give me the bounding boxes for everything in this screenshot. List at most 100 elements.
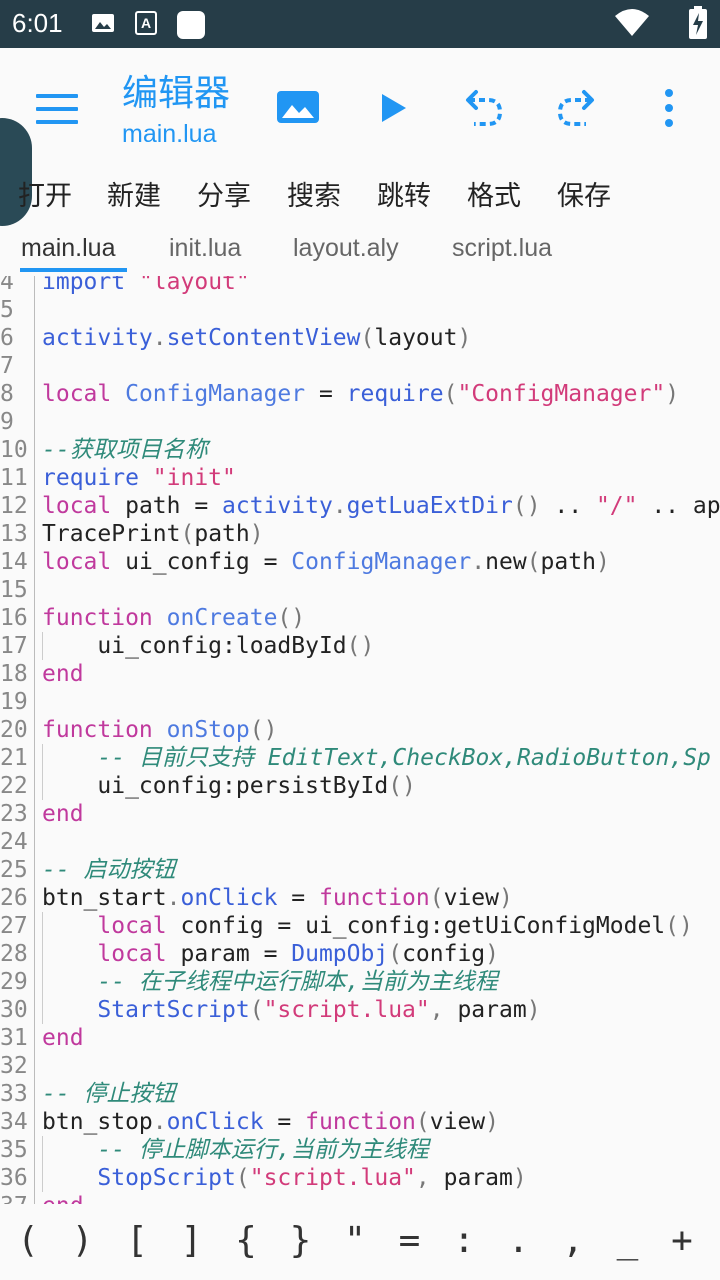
- code-line: 37 end: [0, 1192, 720, 1204]
- redo-icon[interactable]: [556, 86, 596, 128]
- page-title: 编辑器: [122, 73, 231, 114]
- code-text: -- 停止脚本运行,当前为主线程: [97, 1137, 429, 1163]
- line-number: 21: [0, 745, 28, 771]
- svg-text:A: A: [141, 15, 151, 31]
- undo-icon[interactable]: [464, 86, 504, 128]
- line-number: 29: [0, 969, 28, 995]
- line-number: 4: [0, 276, 14, 295]
- code-text: local ui_config = ConfigManager.new(path…: [42, 549, 610, 575]
- more-vert-icon[interactable]: [662, 88, 676, 128]
- line-number: 19: [0, 689, 28, 715]
- code-line: 28 local param = DumpObj(config): [0, 940, 720, 968]
- image-icon[interactable]: [276, 90, 320, 124]
- code-text: btn_start.onClick = function(view): [42, 885, 513, 911]
- line-number: 24: [0, 829, 28, 855]
- line-number: 13: [0, 521, 28, 547]
- code-text: activity.setContentView(layout): [42, 325, 472, 351]
- symbol-key-close-paren[interactable]: ): [71, 1220, 94, 1261]
- code-text: -- 目前只支持 EditText,CheckBox,RadioButton,S…: [97, 745, 711, 771]
- symbol-key-dot[interactable]: .: [507, 1220, 530, 1261]
- line-number: 9: [0, 409, 14, 435]
- code-line: 6 activity.setContentView(layout): [0, 324, 720, 352]
- line-number: 7: [0, 353, 14, 379]
- line-number: 34: [0, 1109, 28, 1135]
- code-text: -- 在子线程中运行脚本,当前为主线程: [97, 969, 498, 995]
- tab-init-lua[interactable]: init.lua: [169, 234, 242, 262]
- menu-item-format[interactable]: 格式: [467, 181, 521, 212]
- line-number: 18: [0, 661, 28, 687]
- code-line: 29 -- 在子线程中运行脚本,当前为主线程: [0, 968, 720, 996]
- symbol-key-open-bracket[interactable]: [: [126, 1220, 148, 1261]
- line-number: 10: [0, 437, 28, 463]
- code-text: end: [42, 1192, 84, 1204]
- symbol-key-open-brace[interactable]: {: [235, 1220, 257, 1261]
- line-number: 17: [0, 633, 28, 659]
- tab-main-lua[interactable]: main.lua: [21, 234, 116, 262]
- symbol-key-colon[interactable]: :: [453, 1220, 475, 1261]
- status-time: 6:01: [12, 8, 63, 38]
- code-line: 32: [0, 1052, 720, 1080]
- symbol-key-open-paren[interactable]: (: [17, 1220, 39, 1261]
- status-bar: 6:01 A: [0, 0, 720, 48]
- code-text: StartScript("script.lua", param): [97, 997, 541, 1023]
- code-text: TracePrint(path): [42, 521, 264, 547]
- line-number: 5: [0, 297, 14, 323]
- line-number: 12: [0, 493, 28, 519]
- code-line: 21 -- 目前只支持 EditText,CheckBox,RadioButto…: [0, 744, 720, 772]
- code-line: 7: [0, 352, 720, 380]
- indent-guide: [42, 744, 43, 800]
- line-number: 15: [0, 577, 28, 603]
- symbol-key-underscore[interactable]: _: [616, 1220, 639, 1261]
- code-text: -- 停止按钮: [42, 1081, 176, 1107]
- menu-item-search[interactable]: 搜索: [287, 181, 341, 212]
- code-line: 17 ui_config:loadById(): [0, 632, 720, 660]
- menu-item-goto[interactable]: 跳转: [377, 181, 431, 212]
- code-text: local config = ui_config:getUiConfigMode…: [97, 913, 693, 939]
- floating-settings-button[interactable]: [0, 118, 32, 226]
- tab-script-lua[interactable]: script.lua: [452, 234, 553, 262]
- line-number: 35: [0, 1137, 28, 1163]
- symbol-key-quote[interactable]: ": [344, 1220, 366, 1261]
- tab-layout-aly[interactable]: layout.aly: [293, 234, 399, 262]
- line-number: 26: [0, 885, 28, 911]
- code-line: 33 -- 停止按钮: [0, 1080, 720, 1108]
- a-notification-icon: A: [135, 11, 157, 35]
- symbol-key-plus[interactable]: +: [671, 1220, 693, 1261]
- menu-item-open[interactable]: 打开: [18, 181, 72, 212]
- code-line: 18 end: [0, 660, 720, 688]
- menu-icon[interactable]: [36, 94, 78, 124]
- line-number: 6: [0, 325, 14, 351]
- line-number: 32: [0, 1053, 28, 1079]
- code-line: 24: [0, 828, 720, 856]
- indent-guide: [42, 912, 43, 1024]
- play-icon[interactable]: [380, 92, 408, 124]
- code-line: 4 import "layout": [0, 276, 720, 296]
- menu-item-save[interactable]: 保存: [557, 181, 611, 212]
- line-number: 20: [0, 717, 28, 743]
- code-text: local path = activity.getLuaExtDir() .. …: [42, 493, 720, 519]
- line-number: 30: [0, 997, 28, 1023]
- symbol-key-close-brace[interactable]: }: [289, 1220, 312, 1261]
- code-text: end: [42, 661, 84, 687]
- code-line: 10--获取项目名称: [0, 436, 720, 464]
- symbol-key-equals[interactable]: =: [398, 1220, 421, 1261]
- line-number: 23: [0, 801, 28, 827]
- menu-item-share[interactable]: 分享: [197, 181, 251, 212]
- line-number: 37: [0, 1192, 28, 1204]
- line-number: 36: [0, 1165, 28, 1191]
- line-number: 27: [0, 913, 28, 939]
- code-text: require "init": [42, 465, 236, 491]
- menu-item-new[interactable]: 新建: [107, 181, 161, 212]
- symbol-key-comma[interactable]: ,: [562, 1220, 584, 1261]
- symbol-key-close-bracket[interactable]: ]: [180, 1220, 203, 1261]
- code-text: import "layout": [42, 276, 250, 295]
- indent-guide: [42, 1136, 43, 1192]
- line-number: 33: [0, 1081, 28, 1107]
